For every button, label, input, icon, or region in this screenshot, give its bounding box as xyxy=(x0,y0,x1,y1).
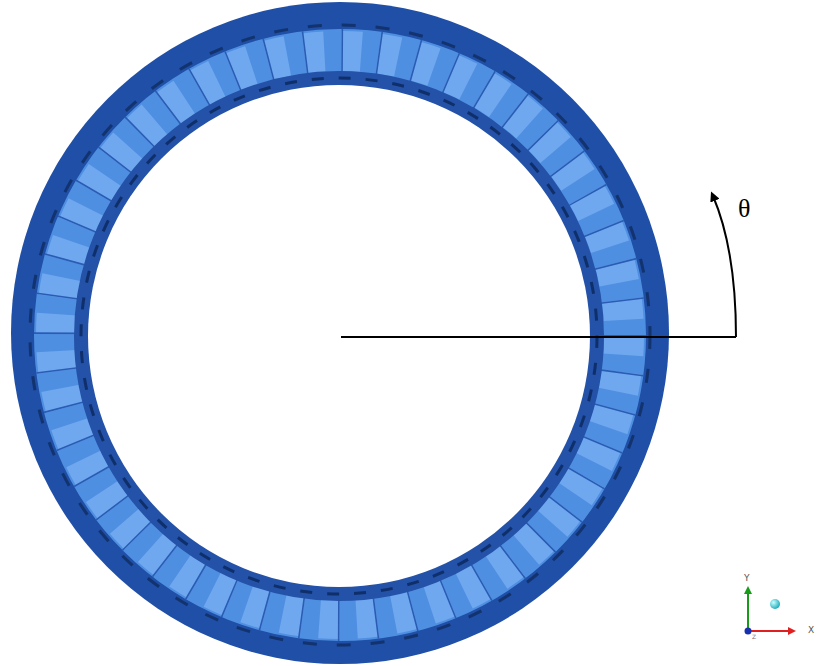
outer-casing xyxy=(11,2,669,664)
blade-separators xyxy=(56,51,624,619)
z-axis-dot xyxy=(745,628,752,635)
reference-line xyxy=(341,336,736,338)
axis-label: Z xyxy=(752,634,756,640)
blade-faces xyxy=(56,51,624,619)
outer-slits xyxy=(30,25,650,645)
theta-arrow xyxy=(713,196,736,337)
angle-symbol: θ xyxy=(738,196,750,222)
axis-label: Y xyxy=(744,574,750,583)
axis-label: X xyxy=(808,626,814,635)
blade-band xyxy=(56,51,624,619)
y-axis-arrow xyxy=(747,590,749,631)
x-axis-arrow xyxy=(748,630,792,632)
view-sphere xyxy=(770,599,780,609)
